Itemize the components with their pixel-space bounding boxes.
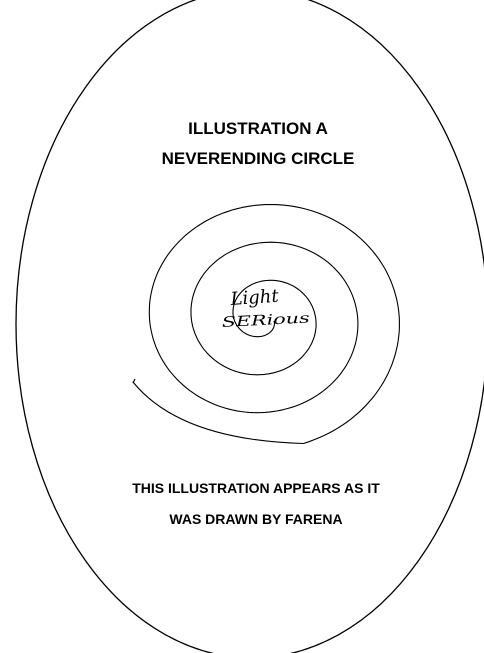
spiral-word-top: Light: [229, 286, 280, 310]
spiral-word-bottom: SERious: [221, 310, 310, 331]
title-line-2: NEVERENDING CIRCLE: [162, 149, 355, 168]
caption-line-2: WAS DRAWN BY FARENA: [169, 511, 342, 527]
title-line-1: ILLUSTRATION A: [188, 119, 328, 138]
caption-line-1: THIS ILLUSTRATION APPEARS AS IT: [132, 480, 380, 496]
